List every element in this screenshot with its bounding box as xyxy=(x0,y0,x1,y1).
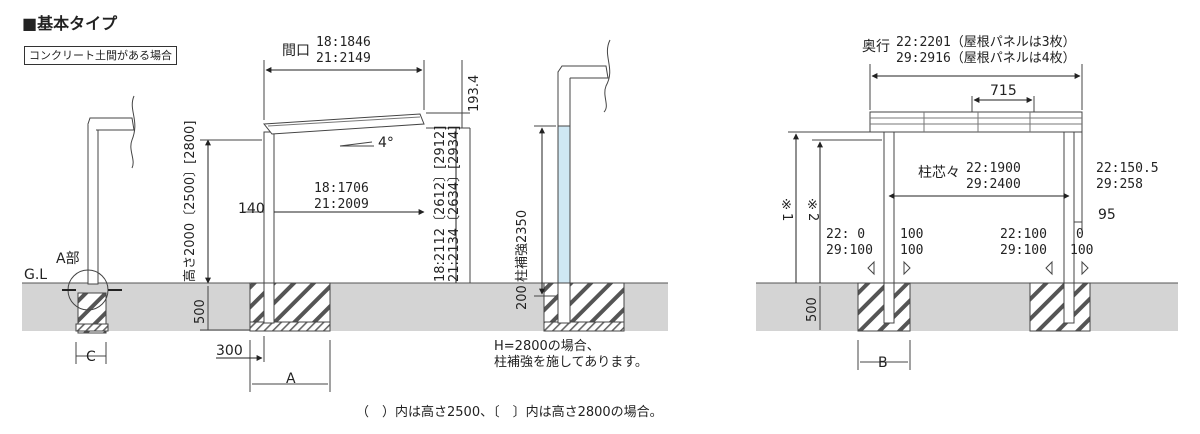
left-22: 22: 0 xyxy=(826,227,866,242)
condition-badge: コンクリート土間がある場合 xyxy=(24,46,177,65)
dim-c xyxy=(75,342,107,364)
col-21: 21:2134〔2634〕[2934] xyxy=(447,125,462,282)
pitch-29: 29:2400 xyxy=(966,177,1021,192)
front-dimensions xyxy=(788,64,1083,370)
right-val-29: 100 xyxy=(1070,243,1094,258)
dim-95: 95 xyxy=(1098,207,1116,223)
front-view-carport xyxy=(857,111,1091,332)
depth-29: 29:2916（屋根パネルは4枚） xyxy=(896,51,1076,66)
over-22: 22:150.5 xyxy=(1096,161,1159,176)
note-2: ※2 xyxy=(805,198,820,222)
left-29: 29:100 xyxy=(826,243,873,258)
left-val-22: 100 xyxy=(900,227,924,242)
col-18: 18:2112〔2612〕[2912] xyxy=(433,125,448,282)
dim-200: 200 xyxy=(515,285,530,310)
reinforce-note-2: 柱補強を施してあります。 xyxy=(494,355,648,370)
right-29: 29:100 xyxy=(1000,243,1047,258)
reinforce-label: 柱補強2350 xyxy=(515,209,530,282)
depth-label: 奥行 xyxy=(862,39,890,55)
dim-193: 193.4 xyxy=(467,74,482,112)
dim-500-left: 500 xyxy=(193,299,208,324)
page-title: ■基本タイプ xyxy=(22,14,118,33)
side-view-carport xyxy=(249,113,425,332)
gl-label: G.L xyxy=(24,267,48,283)
post-18: 18:1706 xyxy=(314,181,369,196)
dim-a-label: A xyxy=(286,371,296,387)
pitch-label: 柱芯々 xyxy=(918,165,960,181)
dim-c-label: C xyxy=(86,349,96,365)
dim-b-label: B xyxy=(878,355,888,371)
angle-label: 4° xyxy=(378,135,394,151)
small-column xyxy=(62,95,136,334)
right-22: 22:100 xyxy=(1000,227,1047,242)
left-val-29: 100 xyxy=(900,243,924,258)
frontage-21: 21:2149 xyxy=(316,51,371,66)
reinforced-column xyxy=(534,39,625,332)
ground-band-right xyxy=(756,282,1178,331)
note-1: ※1 xyxy=(779,198,794,222)
dim-715: 715 xyxy=(990,83,1017,99)
side-dimensions xyxy=(200,60,471,392)
footer-note: （ ）内は高さ2500、〔 〕内は高さ2800の場合。 xyxy=(356,405,663,420)
depth-22: 22:2201（屋根パネルは3枚） xyxy=(896,35,1076,50)
dim-500-right: 500 xyxy=(805,297,820,322)
over-29: 29:258 xyxy=(1096,177,1143,192)
reinforce-note-1: H=2800の場合、 xyxy=(494,339,600,354)
frontage-18: 18:1846 xyxy=(316,35,371,50)
right-val-22: 0 xyxy=(1076,227,1084,242)
dim-300: 300 xyxy=(216,343,243,359)
part-a-label: A部 xyxy=(56,251,80,267)
height-label: 高さ2000〔2500〕[2800] xyxy=(183,120,198,282)
post-21: 21:2009 xyxy=(314,197,369,212)
pitch-22: 22:1900 xyxy=(966,161,1021,176)
frontage-label: 間口 xyxy=(282,43,310,59)
dim-140: 140 xyxy=(238,201,265,217)
